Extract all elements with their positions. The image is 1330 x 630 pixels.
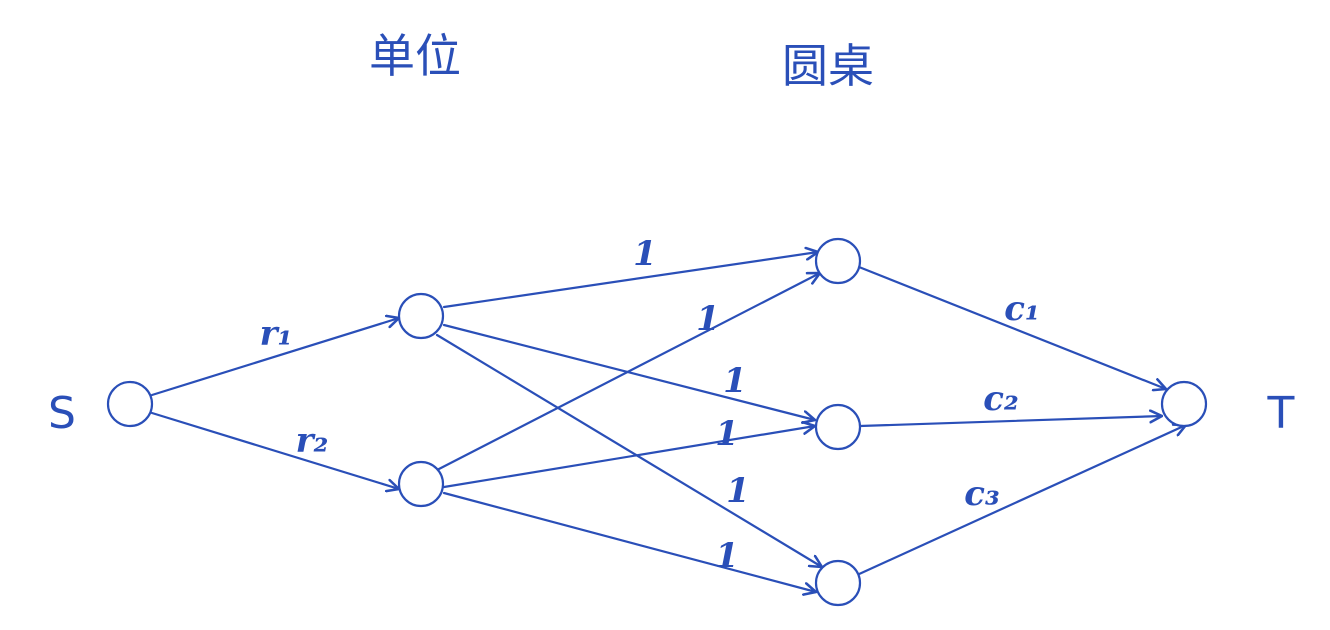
node-sink xyxy=(1160,380,1208,428)
edge-source-unit2 xyxy=(150,411,399,489)
edge-label-u2-t1: 1 xyxy=(696,299,720,339)
node-table-3 xyxy=(814,559,862,607)
edge-label-u1-t2: 1 xyxy=(723,361,747,401)
edge-unit1-table1 xyxy=(442,252,818,309)
edge-label-u1-t1: 1 xyxy=(633,234,657,274)
edge-label-u1-t3: 1 xyxy=(726,471,750,511)
edge-label-u2-t3: 1 xyxy=(715,536,739,576)
node-unit-2 xyxy=(397,460,445,508)
label-source: S xyxy=(48,388,76,439)
edge-source-unit1 xyxy=(150,318,399,397)
edge-unit1-table2 xyxy=(442,323,815,420)
label-sink: T xyxy=(1267,388,1295,439)
edge-label-s-u2: r₂ xyxy=(296,421,329,461)
edge-unit2-table2 xyxy=(442,426,815,489)
edge-label-s-u1: r₁ xyxy=(260,314,293,354)
edge-label-t1-sink: c₁ xyxy=(1004,289,1040,329)
header-units: 单位 xyxy=(369,29,461,83)
node-unit-1 xyxy=(397,292,445,340)
node-table-2 xyxy=(814,403,862,451)
edge-table1-sink xyxy=(857,265,1166,389)
edge-table2-sink xyxy=(858,416,1162,428)
edge-unit2-table1 xyxy=(435,273,820,472)
edge-label-u2-t2: 1 xyxy=(715,414,739,454)
edge-unit2-table3 xyxy=(442,491,816,592)
edge-label-t3-sink: c₃ xyxy=(964,474,1000,514)
edge-label-t2-sink: c₂ xyxy=(983,379,1019,419)
node-source xyxy=(106,380,154,428)
edge-table3-sink xyxy=(855,425,1186,577)
node-table-1 xyxy=(814,237,862,285)
header-tables: 圆桌 xyxy=(782,39,874,93)
edge-unit1-table3 xyxy=(435,333,822,567)
